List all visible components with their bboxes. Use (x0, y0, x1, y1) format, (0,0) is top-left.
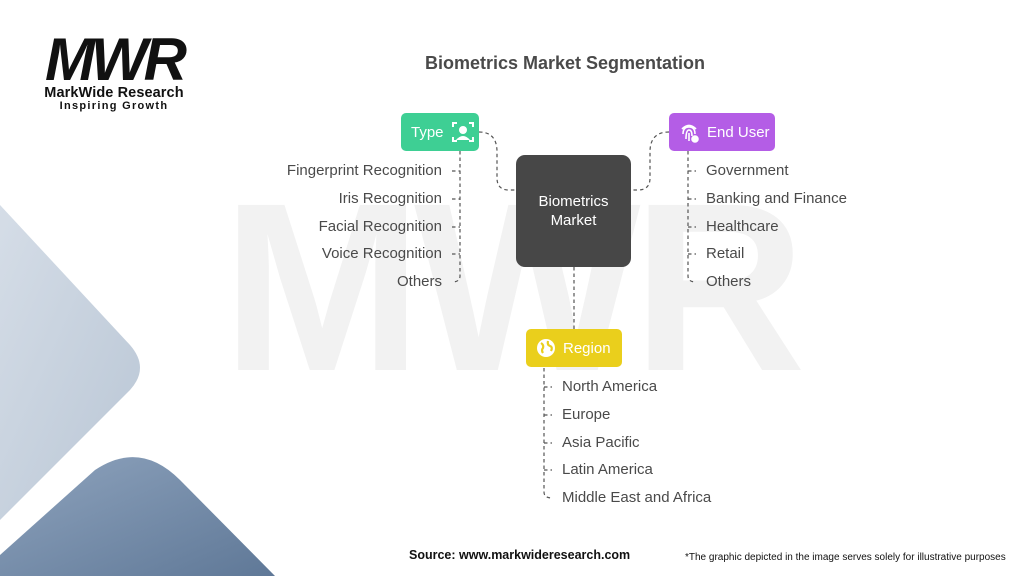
segment-label-end-user: End User (707, 123, 770, 141)
segment-label-type: Type (411, 123, 444, 141)
type-item: Voice Recognition (321, 245, 442, 262)
segment-chip-region: Region (526, 329, 622, 367)
globe-icon (537, 339, 555, 357)
fingerprint-icon (681, 124, 699, 143)
type-item: Fingerprint Recognition (286, 162, 442, 179)
region-item: Europe (562, 406, 611, 423)
end-user-item: Banking and Finance (706, 190, 847, 207)
logo-letters: MWR (45, 30, 187, 86)
dark-diamond-shape (0, 457, 275, 576)
brand-name: MarkWide Research (44, 85, 184, 101)
end-user-item: Others (706, 273, 752, 290)
type-item: Facial Recognition (318, 218, 442, 235)
page-title: Biometrics Market Segmentation (424, 53, 706, 73)
region-item: Middle East and Africa (562, 489, 712, 506)
face-scan-icon (451, 122, 474, 142)
light-diamond-shape (0, 205, 140, 520)
type-item: Iris Recognition (338, 190, 442, 207)
region-item: North America (562, 378, 658, 395)
segment-chip-end-user: End User (669, 113, 775, 151)
source-credit: Source: www.markwideresearch.com (409, 548, 631, 562)
disclaimer-note: *The graphic depicted in the image serve… (685, 552, 1006, 563)
end-user-item: Retail (706, 245, 745, 262)
segment-chip-type: Type (401, 113, 479, 151)
brand-tagline: Inspiring Growth (59, 100, 169, 112)
end-user-item: Government (706, 162, 789, 179)
region-item: Asia Pacific (562, 434, 640, 451)
center-node: Biometrics Market (516, 155, 631, 267)
brand-logo-mark: MWR (45, 30, 190, 86)
center-label: Biometrics Market (538, 193, 609, 229)
type-item: Others (396, 273, 442, 290)
segment-label-region: Region (563, 339, 611, 357)
region-item: Latin America (562, 461, 653, 478)
watermark-text: MWR (222, 153, 801, 421)
end-user-item: Healthcare (706, 218, 779, 235)
